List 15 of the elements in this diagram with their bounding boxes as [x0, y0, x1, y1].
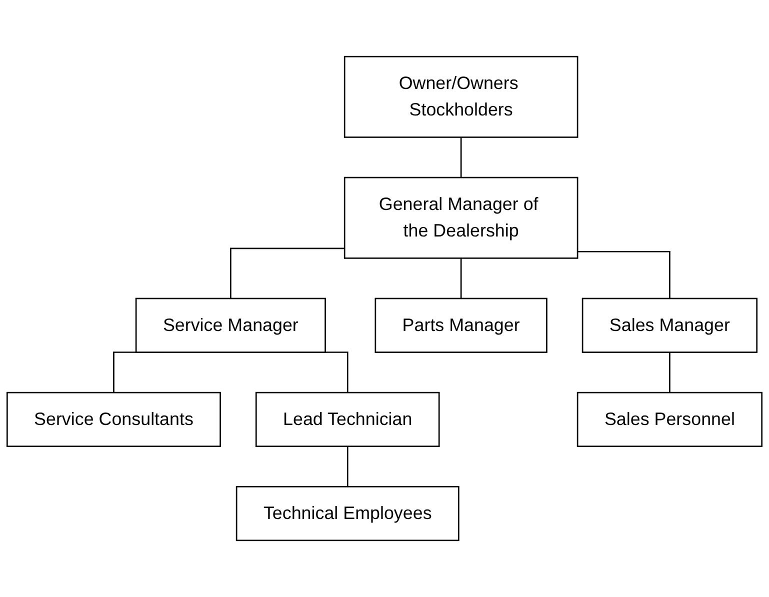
- node-box: Parts Manager: [374, 298, 548, 353]
- node-box: Lead Technician: [255, 392, 440, 447]
- connector: [460, 258, 462, 298]
- node-box: Owner/Owners Stockholders: [344, 56, 578, 138]
- node-box: Sales Personnel: [576, 392, 762, 447]
- connector: [669, 352, 670, 393]
- connector: [578, 250, 670, 298]
- connector: [230, 248, 345, 298]
- node-box: General Manager of the Dealership: [344, 176, 578, 259]
- connector: [346, 446, 348, 487]
- node-box: Technical Employees: [236, 486, 460, 542]
- node-box: Sales Manager: [582, 298, 758, 353]
- node-box: Service Manager: [135, 298, 326, 353]
- node-box: Service Consultants: [6, 392, 221, 447]
- connector: [460, 136, 462, 178]
